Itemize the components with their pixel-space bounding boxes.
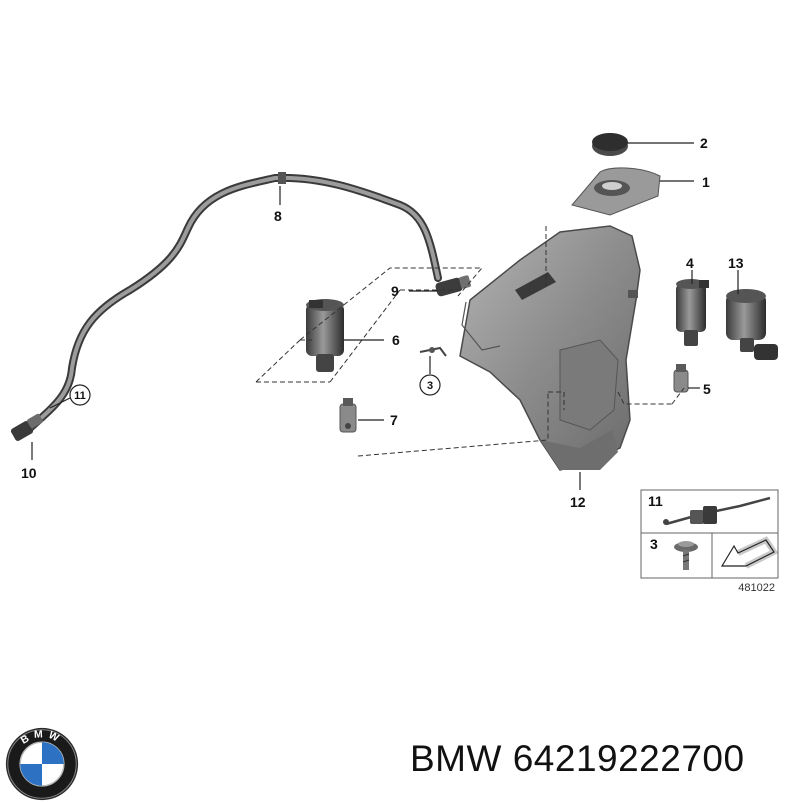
callout-12: 12 [570,494,586,510]
assembly-lines [255,226,685,457]
circled-callout-3: 3 [419,374,441,396]
filler-cap-part [592,133,628,156]
legend-screw-icon [674,541,698,570]
part-number: 64219222700 [512,738,745,779]
circled-callout-11: 11 [69,384,91,406]
callout-13: 13 [728,255,744,271]
callout-7: 7 [390,412,398,428]
pump-grommet-part [339,398,357,433]
bmw-logo: BMW [5,727,79,801]
part-caption: BMW 64219222700 [410,738,745,780]
callout-4: 4 [686,255,694,271]
washer-pump-4-part [676,279,709,346]
callout-6: 6 [392,332,400,348]
callout-2: 2 [700,135,708,151]
callout-1: 1 [702,174,710,190]
callout-9: 9 [391,283,399,299]
legend-arrow-icon [720,536,779,569]
callout-11: 11 [74,390,86,402]
callout-3: 3 [427,380,433,392]
washer-reservoir-part [459,225,641,471]
callout-10: 10 [21,465,37,481]
diagram-reference-number: 481022 [738,582,775,594]
callout-8: 8 [274,208,282,224]
callout-5: 5 [703,381,711,397]
washer-hose-part [26,172,442,432]
washer-pump-part [306,299,344,372]
washer-pump-13-part [726,289,778,360]
callout-labels: 1 2 4 13 5 6 7 8 9 10 12 [21,135,744,510]
screw-part [419,346,447,357]
legend-label-11: 11 [648,493,663,509]
brand-name: BMW [410,738,502,779]
hose-fitting-part [435,275,471,297]
legend-box: 11 3 481022 [640,489,779,594]
legend-clip-icon [663,496,771,526]
filler-neck-part [571,167,661,216]
hose-connector-part [10,413,43,441]
legend-label-3: 3 [650,536,658,552]
leader-lines [31,142,739,490]
pump-grommet-5-part [673,364,689,393]
